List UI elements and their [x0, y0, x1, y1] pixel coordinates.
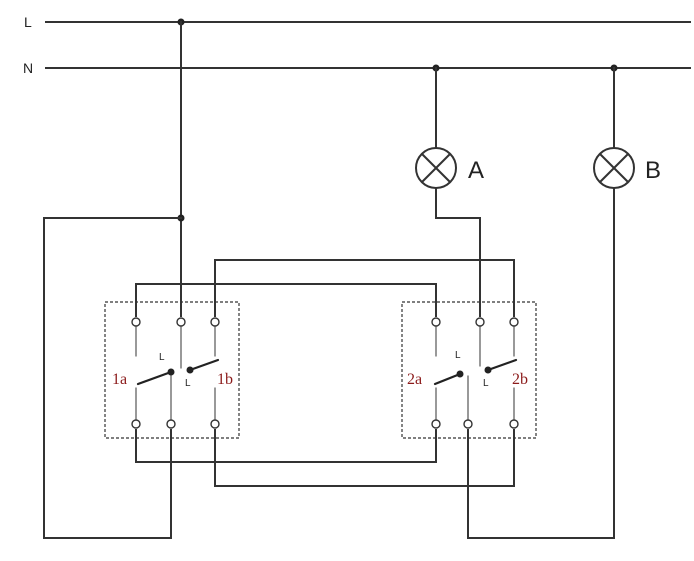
- switch-1b-common-label: L: [185, 378, 191, 389]
- terminal-2-bot-right: [509, 419, 519, 429]
- lamp-b-icon: [593, 147, 635, 189]
- switch-2b-label: 2b: [512, 371, 528, 388]
- terminal-2-bot-left: [431, 419, 441, 429]
- switch-1a-common-label: L: [159, 352, 165, 363]
- switch-1a-lever: [136, 370, 173, 386]
- wire-n-lamp-b: [467, 67, 615, 539]
- terminal-2-bot-mid: [463, 419, 473, 429]
- rail-l-label: L: [24, 14, 32, 30]
- terminal-1-top-left: [131, 317, 141, 327]
- terminal-2-top-right: [509, 317, 519, 327]
- terminal-2-top-mid: [475, 317, 485, 327]
- switch-2a-lever: [433, 372, 462, 386]
- terminal-1-top-right: [210, 317, 220, 327]
- switch-1a-label: 1a: [112, 371, 127, 388]
- terminal-2-top-left: [431, 317, 441, 327]
- switch-1b-pivot: [186, 366, 194, 374]
- wire-l-feed: [43, 21, 185, 539]
- terminal-1-top-mid: [176, 317, 186, 327]
- rail-n-label: N: [23, 60, 33, 76]
- terminal-1-bot-mid: [166, 419, 176, 429]
- terminal-1-bot-right: [210, 419, 220, 429]
- terminal-1-bot-left: [131, 419, 141, 429]
- switch-1a-pivot: [167, 368, 175, 376]
- lamp-a-icon: [415, 147, 457, 189]
- traveler-wires: [135, 259, 515, 487]
- switch-2a-common-label: L: [455, 350, 461, 361]
- switch-2b-lever: [486, 358, 518, 372]
- switch-2a-pivot: [456, 370, 464, 378]
- switch-box-2: L L 2a 2b: [401, 301, 537, 439]
- switch-1b-lever: [188, 358, 220, 372]
- switch-1b-label: 1b: [217, 371, 233, 388]
- lamp-b-label: B: [645, 157, 661, 184]
- switch-2b-common-label: L: [483, 378, 489, 389]
- switch-box-1: L L 1a 1b: [104, 301, 240, 439]
- switch-2a-label: 2a: [407, 371, 422, 388]
- wire-n-lamp-a: [435, 67, 481, 317]
- switch-2b-pivot: [484, 366, 492, 374]
- lamp-a-label: A: [468, 157, 484, 184]
